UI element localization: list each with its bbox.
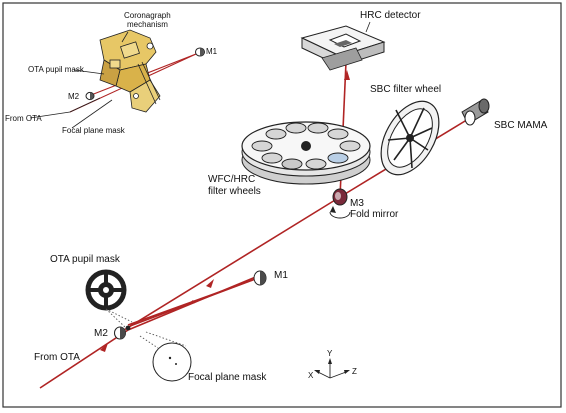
coronagraph-mechanism-icon xyxy=(99,29,161,113)
hrc-detector-label: HRC detector xyxy=(360,10,421,21)
sbc-filter-wheel-label: SBC filter wheel xyxy=(370,84,441,95)
focal-plane-mask-label: Focal plane mask xyxy=(188,372,267,383)
ota-pupil-mask-icon xyxy=(85,269,127,311)
inset-from-ota-label: From OTA xyxy=(5,114,42,123)
inset-focal-plane-label: Focal plane mask xyxy=(62,126,126,135)
axis-y-label: Y xyxy=(327,349,333,358)
axis-z-label: Z xyxy=(352,367,357,376)
inset-ota-pupil-label: OTA pupil mask xyxy=(28,65,85,74)
axis-x-label: X xyxy=(308,371,314,380)
fold-mirror-m3-icon xyxy=(329,188,351,219)
ota-pupil-mask-label: OTA pupil mask xyxy=(50,254,121,265)
m2-mirror-icon xyxy=(114,325,131,340)
figure-frame xyxy=(2,2,562,408)
sbc-mama-icon xyxy=(461,98,490,126)
hrc-detector-icon xyxy=(300,25,386,71)
coronagraph-mechanism-inset: Coronagraph mechanism M1 OTA pupil mask … xyxy=(5,11,218,135)
m1-label: M1 xyxy=(274,270,288,281)
inset-m1-label: M1 xyxy=(206,47,218,56)
coordinate-axes xyxy=(314,358,350,379)
sbc-mama-label: SBC MAMA xyxy=(494,120,548,131)
inset-m1-mirror-icon xyxy=(195,47,205,57)
inset-m2-mirror-icon xyxy=(85,91,95,101)
coronagraph-label-line2: mechanism xyxy=(127,20,168,29)
coronagraph-label-line1: Coronagraph xyxy=(124,11,171,20)
fold-mirror-label: Fold mirror xyxy=(350,209,399,220)
inset-m2-label: M2 xyxy=(68,92,80,101)
beam-path xyxy=(39,61,471,389)
from-ota-label: From OTA xyxy=(34,352,80,363)
wfc-hrc-label-line1: WFC/HRC xyxy=(208,174,255,185)
wfc-hrc-filter-wheels-icon xyxy=(241,121,371,185)
m2-label: M2 xyxy=(94,328,108,339)
wfc-hrc-label-line2: filter wheels xyxy=(208,186,261,197)
m3-label: M3 xyxy=(350,198,364,209)
m1-mirror-icon xyxy=(253,270,267,286)
focal-plane-mask-icon xyxy=(152,342,192,382)
sbc-filter-wheel-icon xyxy=(380,100,440,176)
